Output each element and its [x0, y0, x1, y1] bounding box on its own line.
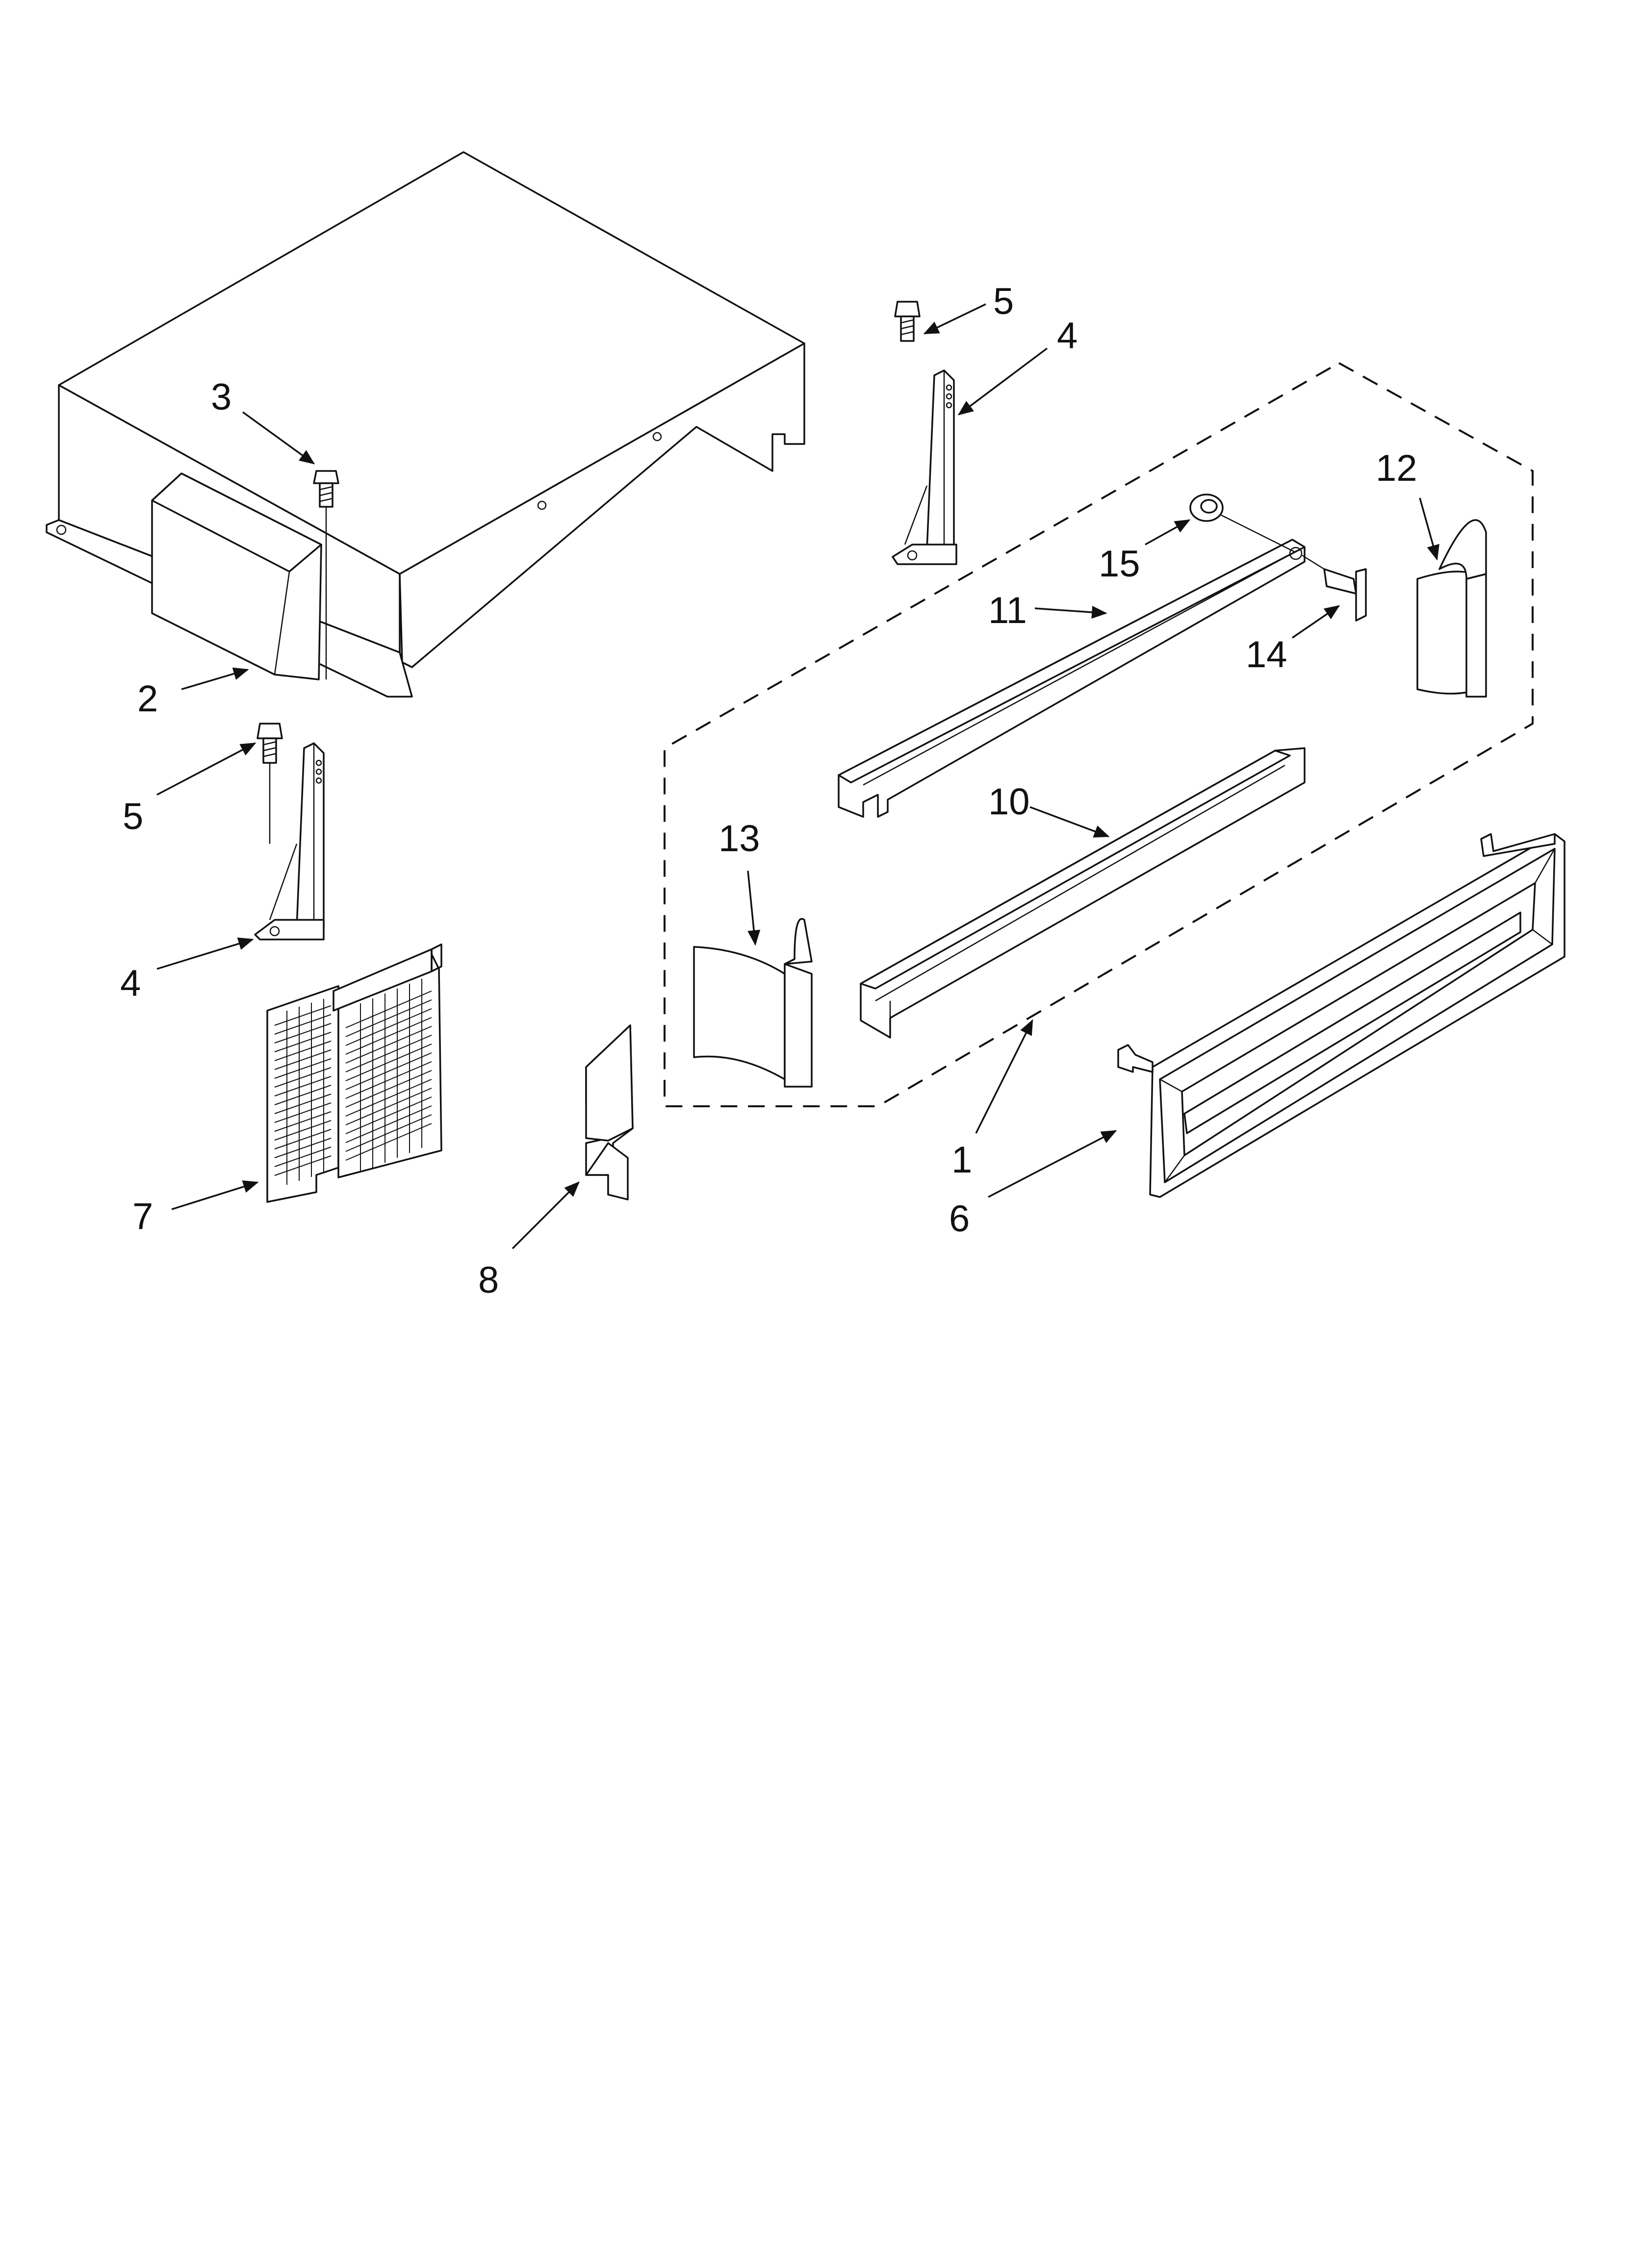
callout-8: 8 [478, 1259, 499, 1301]
leader-12 [1419, 497, 1439, 561]
grille-slat [274, 1129, 332, 1149]
leader-lines [156, 303, 1439, 1250]
front-panel-part-6 [1117, 833, 1565, 1198]
callout-3: 3 [211, 376, 231, 418]
grille-slats-right [345, 979, 432, 1173]
nut-part-15 [1189, 494, 1224, 522]
leader-5-upper [923, 303, 986, 335]
bracket-part-4-upper [892, 369, 957, 565]
grille-slats-left [274, 999, 332, 1185]
callout-6: 6 [949, 1198, 970, 1240]
leader-3 [242, 411, 315, 465]
grille-slat [274, 1049, 332, 1070]
pin-part-14 [1302, 554, 1367, 622]
grille-slat [274, 1032, 332, 1052]
leader-8 [512, 1181, 580, 1250]
grille-slat [274, 1147, 332, 1167]
callout-5-lower: 5 [123, 796, 143, 837]
grille-slat [274, 1023, 332, 1043]
grille-slat [274, 1111, 332, 1132]
leader-15 [1145, 519, 1191, 546]
grille-slat [274, 1041, 332, 1061]
channel-part-10 [860, 747, 1306, 1039]
leader-7 [171, 1180, 259, 1210]
grille-slat [274, 1085, 332, 1105]
callout-10: 10 [988, 781, 1030, 823]
plate-part-8 [585, 1024, 634, 1200]
corner-trim-part-12 [1416, 519, 1487, 698]
callout-labels: 3 2 5 4 7 8 5 4 15 11 14 12 10 13 1 6 [120, 281, 1417, 1301]
callout-7: 7 [132, 1196, 153, 1237]
leader-11 [1034, 605, 1107, 619]
screw-part-3 [313, 470, 339, 679]
leader-1 [975, 1019, 1033, 1134]
callout-11: 11 [988, 590, 1027, 631]
callout-13: 13 [718, 818, 760, 860]
screw-part-5-upper [894, 301, 921, 342]
grille-slat [274, 1094, 332, 1114]
grille-slat [274, 1138, 332, 1158]
callout-4-lower: 4 [120, 963, 141, 1004]
grille-slat [274, 1058, 332, 1079]
callout-5-upper: 5 [993, 281, 1014, 322]
leader-4-lower [156, 937, 254, 970]
grille-slat [274, 1120, 332, 1141]
callout-4-upper: 4 [1057, 315, 1078, 357]
leader-2 [181, 667, 249, 690]
grille-slat [274, 1076, 332, 1096]
leader-10 [1029, 806, 1110, 838]
leader-5-lower [156, 742, 257, 796]
leader-14 [1292, 605, 1340, 639]
channel-part-11 [838, 539, 1306, 818]
grille-slat [274, 1014, 332, 1035]
leader-4-upper [957, 347, 1048, 416]
grille-slat [274, 1067, 332, 1088]
grille-slat [274, 1005, 332, 1026]
bracket-part-4-lower [254, 742, 325, 940]
callout-2: 2 [137, 678, 158, 720]
leader-13 [747, 870, 761, 946]
callout-12: 12 [1376, 447, 1417, 489]
nut-axis-line [1221, 514, 1295, 553]
screw-part-5-lower [257, 723, 283, 844]
grille-slat [274, 1102, 332, 1123]
grille-slat [274, 1155, 332, 1176]
kit-group-boundary [664, 362, 1534, 1107]
top-housing-part [46, 151, 805, 698]
grille-part-7 [266, 943, 442, 1203]
callout-15: 15 [1099, 543, 1140, 585]
corner-trim-part-13 [693, 918, 813, 1088]
leader-6 [988, 1130, 1117, 1198]
callout-14: 14 [1246, 634, 1287, 676]
callout-1: 1 [951, 1139, 972, 1181]
